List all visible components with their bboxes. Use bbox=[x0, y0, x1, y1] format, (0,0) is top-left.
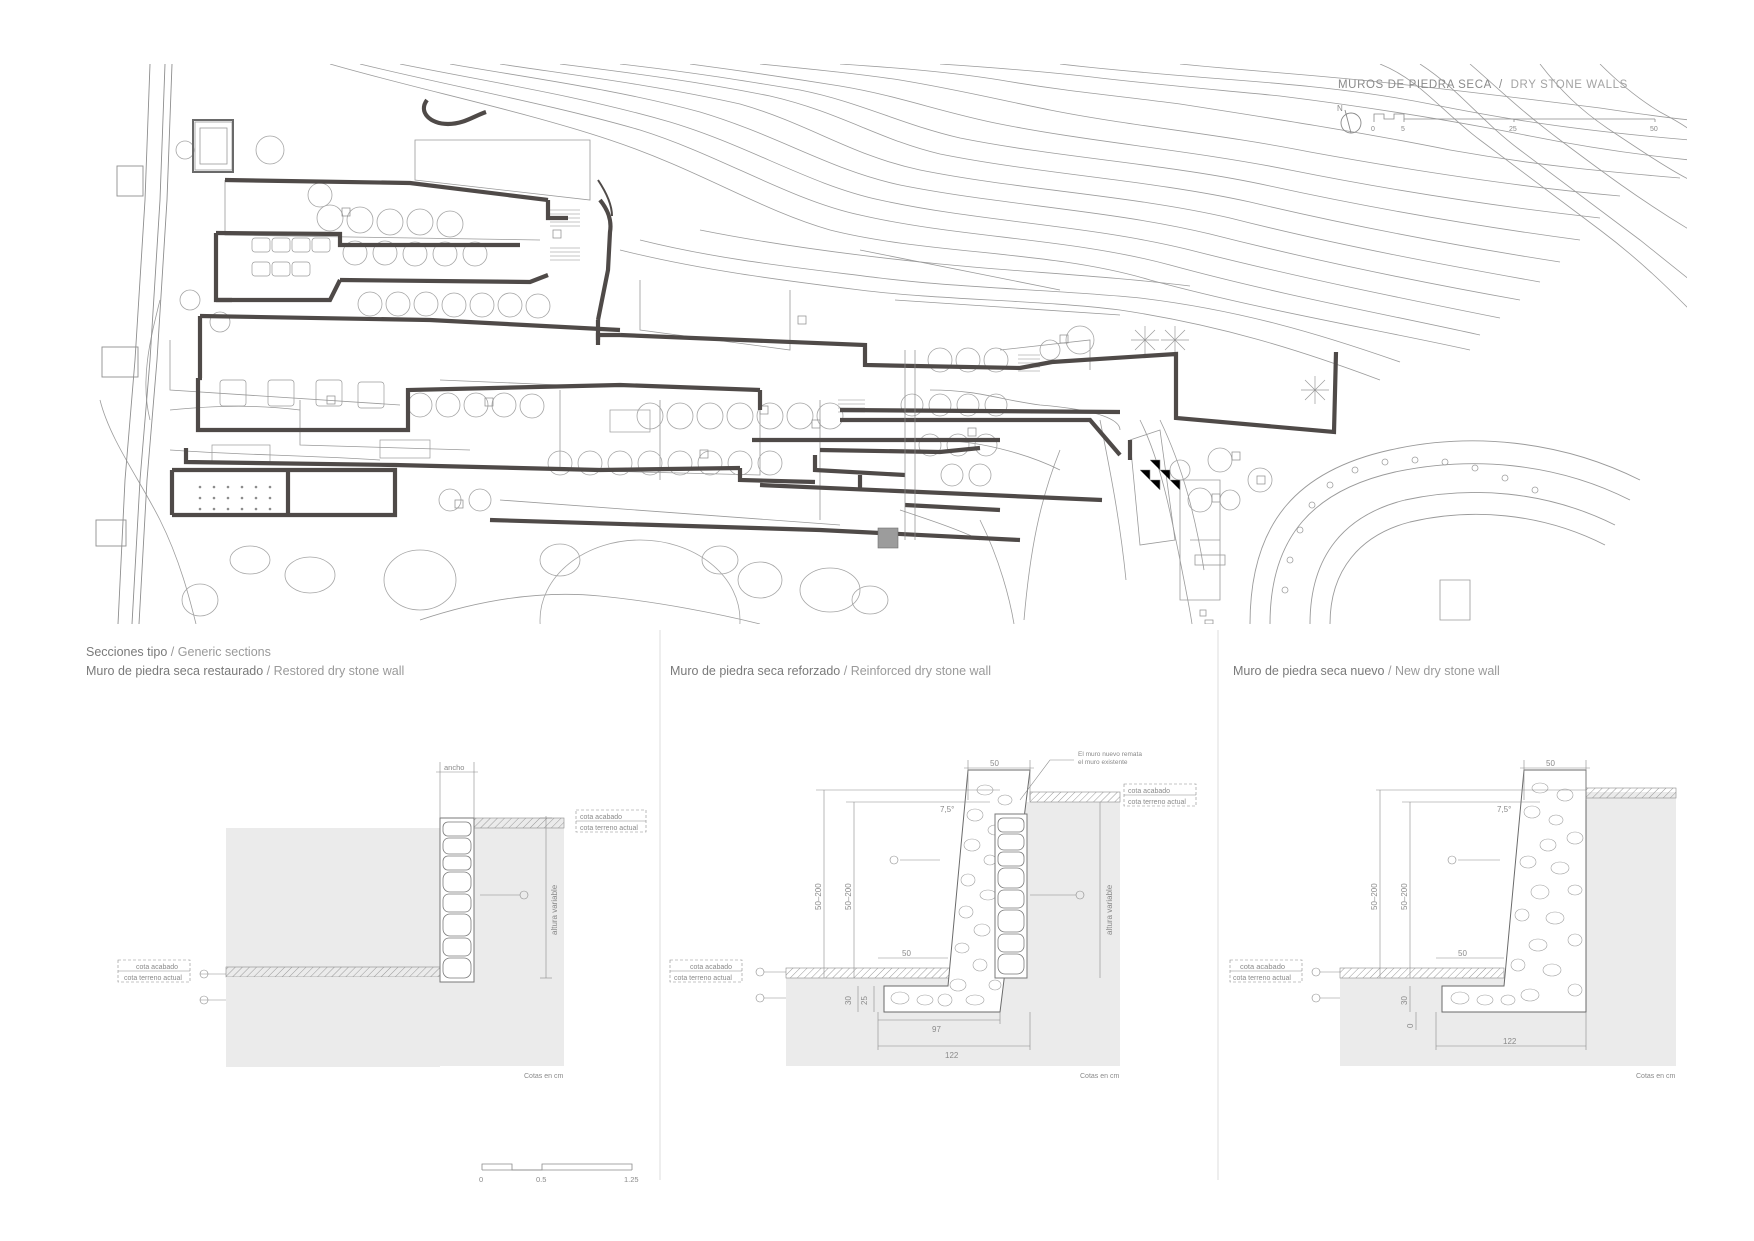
reinforced-stones bbox=[997, 817, 1025, 975]
restored-stones bbox=[442, 821, 472, 979]
restored-altura-label: altura variable bbox=[550, 884, 559, 935]
reinforced-dim-height-outer: 50–200 bbox=[814, 883, 823, 910]
reinforced-dim-top: 50 bbox=[990, 759, 999, 768]
plan-title-en: DRY STONE WALLS bbox=[1511, 79, 1628, 91]
new-dim-30: 30 bbox=[1400, 996, 1409, 1005]
sections-group-title-es: Secciones tipo bbox=[86, 645, 168, 659]
central-walkway bbox=[597, 179, 916, 549]
plan-scale-bar bbox=[1373, 113, 1656, 122]
north-label: N bbox=[1337, 104, 1343, 113]
reinforced-dim-122: 122 bbox=[945, 1051, 959, 1060]
sections-group-title-en: Generic sections bbox=[177, 645, 271, 659]
new-dim-0: 0 bbox=[1406, 1023, 1415, 1028]
plan-scale-5: 5 bbox=[1401, 126, 1405, 133]
plan-title-sep: / bbox=[1499, 79, 1503, 91]
dry-stone-walls bbox=[169, 98, 1339, 543]
new-dim-top: 50 bbox=[1546, 759, 1555, 768]
reinforced-note-1: El muro nuevo remata bbox=[1078, 751, 1142, 758]
restored-title-sep: / bbox=[266, 664, 271, 678]
section-scale-125: 1.25 bbox=[624, 1175, 639, 1184]
contour-lines bbox=[99, 64, 1687, 624]
restored-cota-acabado-left: cota acabado bbox=[136, 964, 178, 971]
reinforced-altura-label: altura variable bbox=[1105, 884, 1114, 935]
section-dividers bbox=[659, 630, 1219, 1180]
section-new: 50 7,5° 50–200 50–200 50 30 0 122 cota a… bbox=[1229, 759, 1677, 1080]
new-cota-acabado-left: cota acabado bbox=[1240, 962, 1285, 971]
reinforced-cota-terreno-right: cota terreno actual bbox=[1128, 799, 1186, 806]
reinforced-dim-30: 30 bbox=[844, 996, 853, 1005]
new-angle: 7,5° bbox=[1497, 805, 1511, 814]
reinforced-title: Muro de piedra seca reforzado / Reinforc… bbox=[670, 664, 991, 678]
reinforced-dim-97: 97 bbox=[932, 1025, 941, 1034]
reinforced-rubble bbox=[890, 784, 1013, 1007]
new-rubble bbox=[1450, 782, 1584, 1006]
sections-group-title-sep: / bbox=[170, 645, 175, 659]
corner-building bbox=[192, 119, 234, 173]
reinforced-dim-height-inner: 50–200 bbox=[844, 883, 853, 910]
reinforced-cota-acabado-left: cota acabado bbox=[690, 964, 732, 971]
restored-cota-terreno-right: cota terreno actual bbox=[580, 825, 638, 832]
restored-ancho-label: ancho bbox=[444, 763, 464, 772]
plan-header: MUROS DE PIEDRA SECA / DRY STONE WALLS N… bbox=[1337, 79, 1658, 134]
reinforced-title-en: Reinforced dry stone wall bbox=[850, 664, 992, 678]
restored-cota-acabado-right: cota acabado bbox=[580, 814, 622, 821]
reinforced-cota-terreno-left: cota terreno actual bbox=[674, 975, 732, 982]
plan-dots bbox=[198, 485, 272, 511]
terrace-outlines bbox=[169, 121, 1471, 621]
plan-shrubs bbox=[1131, 326, 1329, 404]
new-dim-step: 50 bbox=[1458, 949, 1467, 958]
new-units: Cotas en cm bbox=[1636, 1073, 1675, 1080]
plan-title-es: MUROS DE PIEDRA SECA bbox=[1338, 79, 1492, 91]
sections-group-title: Secciones tipo / Generic sections bbox=[86, 645, 271, 659]
restored-title: Muro de piedra seca restaurado / Restore… bbox=[86, 664, 404, 678]
road-trees bbox=[1281, 456, 1539, 594]
reinforced-dim-step: 50 bbox=[902, 949, 911, 958]
section-scale-bar bbox=[481, 1163, 633, 1171]
restored-units: Cotas en cm bbox=[524, 1073, 563, 1080]
plan-stairs bbox=[550, 209, 1181, 490]
plan-scale-0: 0 bbox=[1371, 126, 1375, 133]
reinforced-angle: 7,5° bbox=[940, 805, 954, 814]
new-wall-title: Muro de piedra seca nuevo / New dry ston… bbox=[1233, 664, 1500, 678]
curved-road bbox=[1249, 440, 1641, 624]
access-road bbox=[95, 64, 173, 624]
section-reinforced: El muro nuevo remata el muro existente 5… bbox=[669, 751, 1197, 1080]
new-wall-title-en: New dry stone wall bbox=[1394, 664, 1500, 678]
north-arrow-icon: N bbox=[1337, 104, 1362, 134]
new-dim-height-outer: 50–200 bbox=[1370, 883, 1379, 910]
restored-title-en: Restored dry stone wall bbox=[273, 664, 405, 678]
reinforced-dim-25: 25 bbox=[860, 996, 869, 1005]
section-restored: ancho cota acabado cota terreno actual c… bbox=[117, 762, 647, 1080]
plan-features bbox=[326, 207, 1266, 624]
reinforced-units: Cotas en cm bbox=[1080, 1073, 1119, 1080]
plan-beds bbox=[211, 237, 651, 464]
plan-scale-50: 50 bbox=[1650, 126, 1658, 133]
plan-title: MUROS DE PIEDRA SECA / DRY STONE WALLS bbox=[1338, 79, 1628, 91]
new-wall-title-sep: / bbox=[1387, 664, 1392, 678]
reinforced-cota-acabado-right: cota acabado bbox=[1128, 788, 1170, 795]
new-cota-terreno-left: cota terreno actual bbox=[1233, 975, 1291, 982]
section-scale-0: 0 bbox=[479, 1175, 483, 1184]
restored-title-es: Muro de piedra seca restaurado bbox=[86, 664, 264, 678]
new-dim-height-inner: 50–200 bbox=[1400, 883, 1409, 910]
restored-cota-terreno-left: cota terreno actual bbox=[124, 975, 182, 982]
new-dim-122: 122 bbox=[1503, 1037, 1517, 1046]
plan-scale-25: 25 bbox=[1509, 126, 1517, 133]
new-wall-title-es: Muro de piedra seca nuevo bbox=[1233, 664, 1385, 678]
section-scale-05: 0.5 bbox=[536, 1175, 546, 1184]
reinforced-title-es: Muro de piedra seca reforzado bbox=[670, 664, 841, 678]
reinforced-note-2: el muro existente bbox=[1078, 759, 1128, 766]
plan-trees bbox=[175, 135, 1273, 624]
site-plan bbox=[95, 64, 1687, 624]
reinforced-title-sep: / bbox=[843, 664, 848, 678]
